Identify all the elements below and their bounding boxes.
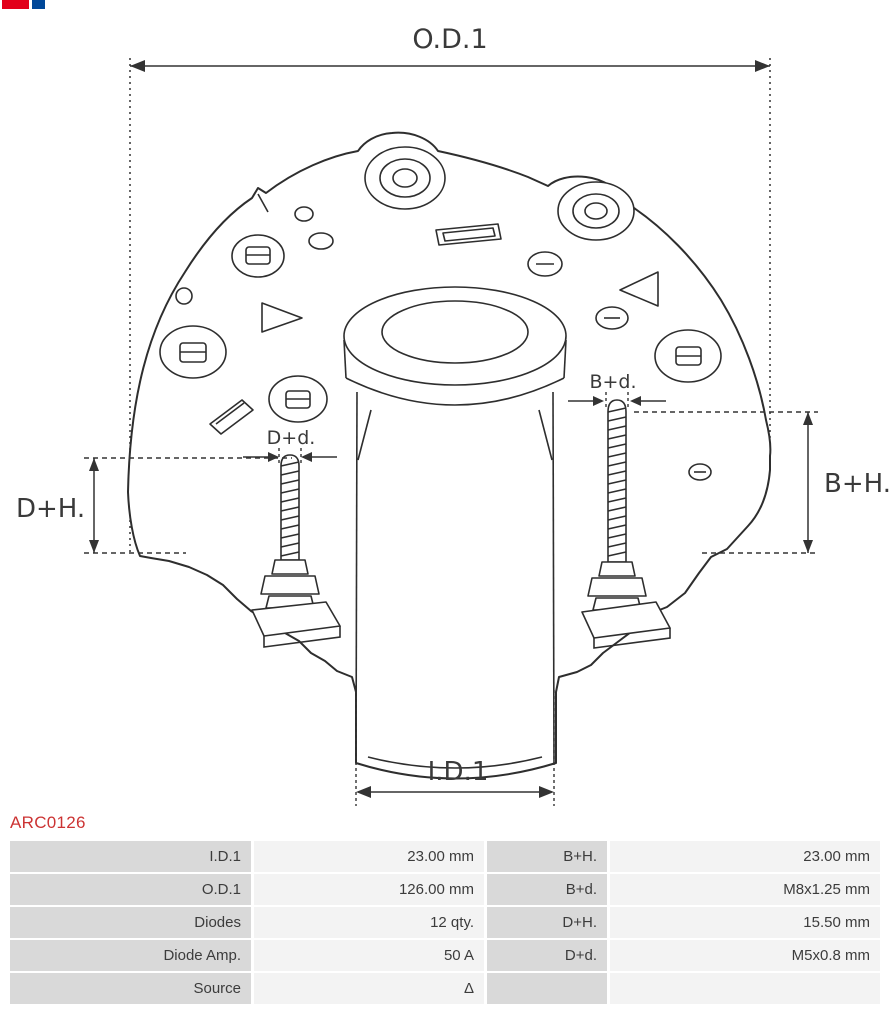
dd-dimension: D+d. (243, 427, 337, 466)
center-bore (343, 286, 567, 769)
spec-value-cell: M5x0.8 mm (610, 940, 880, 971)
mounting-bushing-left (364, 146, 446, 210)
spec-label-cell: B+d. (487, 874, 607, 905)
spec-label-cell: I.D.1 (10, 841, 251, 872)
dh-dimension: D+H. (16, 457, 292, 554)
dim-label-id1: I.D.1 (428, 757, 489, 787)
dim-label-od1: O.D.1 (412, 24, 487, 55)
spec-label-cell: D+d. (487, 940, 607, 971)
spec-label-cell: Source (10, 973, 251, 1004)
technical-drawing: O.D.1 (16, 24, 890, 806)
spec-value-cell: 15.50 mm (610, 907, 880, 938)
dim-label-bd: B+d. (589, 371, 636, 393)
terminal-stud-right (581, 399, 671, 649)
spec-table: I.D.1 23.00 mm B+H. 23.00 mm O.D.1 126.0… (10, 841, 880, 1004)
bd-dimension: B+d. (568, 371, 666, 410)
spec-value-cell: M8x1.25 mm (610, 874, 880, 905)
id1-dimension: I.D.1 (355, 690, 555, 806)
dim-label-dh: D+H. (16, 494, 85, 524)
spec-value-cell: 12 qty. (254, 907, 484, 938)
dim-label-bh: B+H. (824, 469, 890, 499)
as-pl-logo (2, 0, 45, 10)
spec-value-cell: Δ (254, 973, 484, 1004)
rectifier-body (127, 131, 772, 780)
part-number: ARC0126 (10, 813, 86, 832)
triangle-marks (209, 271, 659, 435)
spec-value-cell: 126.00 mm (254, 874, 484, 905)
spec-label-cell: B+H. (487, 841, 607, 872)
spec-label-cell: D+H. (487, 907, 607, 938)
spec-label-cell: O.D.1 (10, 874, 251, 905)
diode-heads (159, 234, 722, 423)
small-holes (175, 206, 712, 481)
logo-blue-shape (32, 0, 45, 9)
slot-top (435, 223, 502, 246)
spec-value-cell: 50 A (254, 940, 484, 971)
bh-dimension: B+H. (634, 411, 890, 554)
terminal-stud-left (251, 454, 341, 648)
dim-label-dd: D+d. (267, 427, 316, 449)
spec-label-cell (487, 973, 607, 1004)
spec-label-cell: Diode Amp. (10, 940, 251, 971)
spec-value-cell (610, 973, 880, 1004)
spec-label-cell: Diodes (10, 907, 251, 938)
spec-value-cell: 23.00 mm (254, 841, 484, 872)
mounting-bushing-right (557, 181, 635, 241)
spec-value-cell: 23.00 mm (610, 841, 880, 872)
logo-red-shape (2, 0, 29, 9)
